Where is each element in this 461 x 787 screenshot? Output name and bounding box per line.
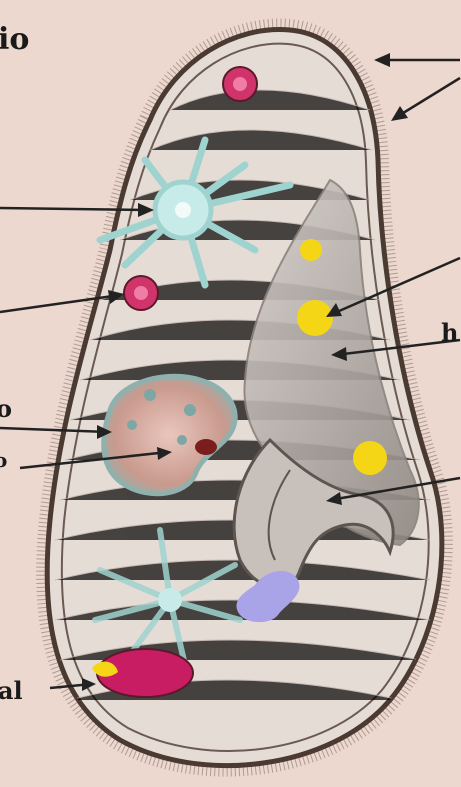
label-top-left: io xyxy=(0,22,29,57)
pointer-pellicle-head xyxy=(391,106,408,121)
nucleolus-3 xyxy=(177,435,187,445)
food-vacuole-mid-core xyxy=(134,286,148,300)
pointer-cilia-top-head xyxy=(374,53,390,67)
nucleolus-2 xyxy=(184,404,196,416)
food-particle-2 xyxy=(297,300,333,336)
label-left-mid: o xyxy=(0,394,12,423)
label-right-mid: h xyxy=(441,318,458,347)
label-left-lower: o xyxy=(0,448,7,472)
food-particle-1 xyxy=(300,239,322,261)
nucleolus-1 xyxy=(144,389,156,401)
pointer-pellicle xyxy=(395,78,460,118)
food-vacuole-top-core xyxy=(233,77,247,91)
food-particle-3 xyxy=(353,441,387,475)
contractile-vacuole-posterior-center xyxy=(158,588,182,612)
micronucleus xyxy=(195,439,217,455)
contractile-vacuole-core xyxy=(175,202,191,218)
label-bottom-left: al xyxy=(0,676,23,705)
nucleolus-4 xyxy=(127,420,137,430)
